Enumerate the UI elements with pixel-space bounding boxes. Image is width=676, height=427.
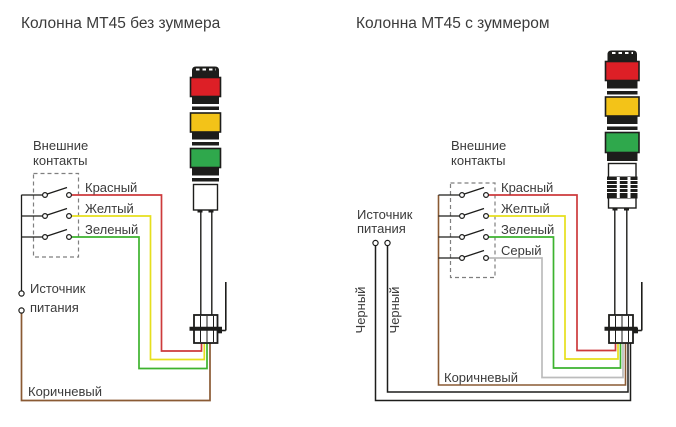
wire-black-right [386, 245, 629, 393]
wire-label-black-right: Черный [387, 287, 402, 334]
switch-grey [459, 249, 490, 262]
switch-contact [483, 234, 490, 241]
wire-label-red: Красный [501, 180, 553, 195]
tower-without-buzzer [189, 66, 227, 344]
yellow-lamp [189, 112, 222, 133]
tower-cap [192, 66, 219, 77]
external-contacts-label-line1: Внешние [451, 138, 506, 153]
switch-yellow [459, 207, 490, 220]
housing-foot [624, 207, 629, 211]
tower-band [607, 91, 638, 95]
wire-green [488, 236, 622, 369]
tower-band [192, 132, 219, 140]
wire-label-green: Зеленый [85, 222, 138, 237]
switch-green [41, 228, 72, 241]
tower-band [607, 116, 638, 124]
tower-with-buzzer [604, 50, 643, 344]
external-contacts-label-line1: Внешние [33, 138, 88, 153]
external-contacts-box [449, 182, 496, 279]
switch-contact [459, 213, 466, 220]
switch-green [459, 228, 490, 241]
switch-yellow [41, 207, 72, 220]
tower-band [192, 178, 219, 182]
switch-contact [459, 234, 466, 241]
tower-band [607, 153, 638, 161]
power-source-label-line1: Источник [357, 207, 413, 222]
tower-band [192, 97, 219, 104]
green-lamp [189, 147, 222, 169]
tower-base-housing [192, 183, 219, 211]
power-source-label-line2: питания [357, 221, 406, 236]
right-diagram: Колонна МТ45 с зуммером Источник питания… [353, 15, 643, 402]
wire-label-grey: Серый [501, 243, 541, 258]
power-terminal [18, 290, 25, 297]
switch-contact [65, 213, 72, 220]
wire-yellow [71, 215, 206, 361]
switch-contact [65, 234, 72, 241]
switch-blade [464, 186, 485, 195]
tower-band [607, 126, 638, 130]
switch-contact [459, 255, 466, 262]
tower-band [192, 142, 219, 146]
wire-label-yellow: Желтый [85, 201, 134, 216]
wire-red [71, 194, 203, 352]
switch-contact [41, 192, 48, 199]
power-source-label-line1: Источник [30, 281, 86, 296]
wire-red [488, 194, 617, 352]
switch-blade [47, 207, 68, 216]
switch-contact [483, 213, 490, 220]
wire-label-black-left: Черный [353, 287, 368, 334]
red-lamp [604, 60, 640, 82]
switch-red [41, 186, 72, 199]
wire-grey [488, 257, 624, 379]
switch-blade [464, 207, 485, 216]
tower-band [192, 168, 219, 176]
buzzer-section [607, 176, 638, 199]
wire-label-yellow: Желтый [501, 201, 550, 216]
switch-contact [65, 192, 72, 199]
external-contacts-label-line2: контакты [33, 153, 87, 168]
wire-brown [20, 313, 211, 402]
buzzer-body [607, 176, 638, 199]
wire-brown [437, 195, 627, 386]
wire-black-left [374, 245, 632, 402]
red-lamp [189, 76, 222, 98]
green-lamp [604, 131, 640, 154]
housing-foot [612, 207, 618, 211]
switch-contact [483, 255, 490, 262]
power-terminal [18, 307, 25, 314]
switch-contact [459, 192, 466, 199]
switch-contact [41, 213, 48, 220]
power-source-label-line2: питания [30, 300, 79, 315]
switch-contact [41, 234, 48, 241]
switch-blade [464, 249, 485, 258]
wire-label-brown: Коричневый [444, 370, 518, 385]
housing-foot [197, 209, 203, 213]
switch-blade [47, 186, 68, 195]
wire-green [71, 236, 208, 370]
wire-label-red: Красный [85, 180, 137, 195]
switch-red [459, 186, 490, 199]
buzzer-slot [627, 177, 631, 198]
tower-band [192, 106, 219, 110]
left-diagram: Колонна МТ45 без зуммера Внешние контакт… [18, 15, 227, 402]
right-diagram-title: Колонна МТ45 с зуммером [356, 15, 550, 32]
external-contacts-label-line2: контакты [451, 153, 505, 168]
tower-band [607, 81, 638, 89]
switch-blade [464, 228, 485, 237]
left-diagram-title: Колонна МТ45 без зуммера [21, 15, 221, 32]
wire-label-brown: Коричневый [28, 384, 102, 399]
yellow-lamp [604, 96, 640, 117]
switch-contact [483, 192, 490, 199]
buzzer-slot [616, 177, 620, 198]
wire-yellow [488, 215, 619, 360]
switch-blade [47, 228, 68, 237]
wire-label-green: Зеленый [501, 222, 554, 237]
power-terminal [384, 239, 391, 247]
housing-foot [208, 209, 214, 213]
power-terminal [372, 239, 379, 247]
